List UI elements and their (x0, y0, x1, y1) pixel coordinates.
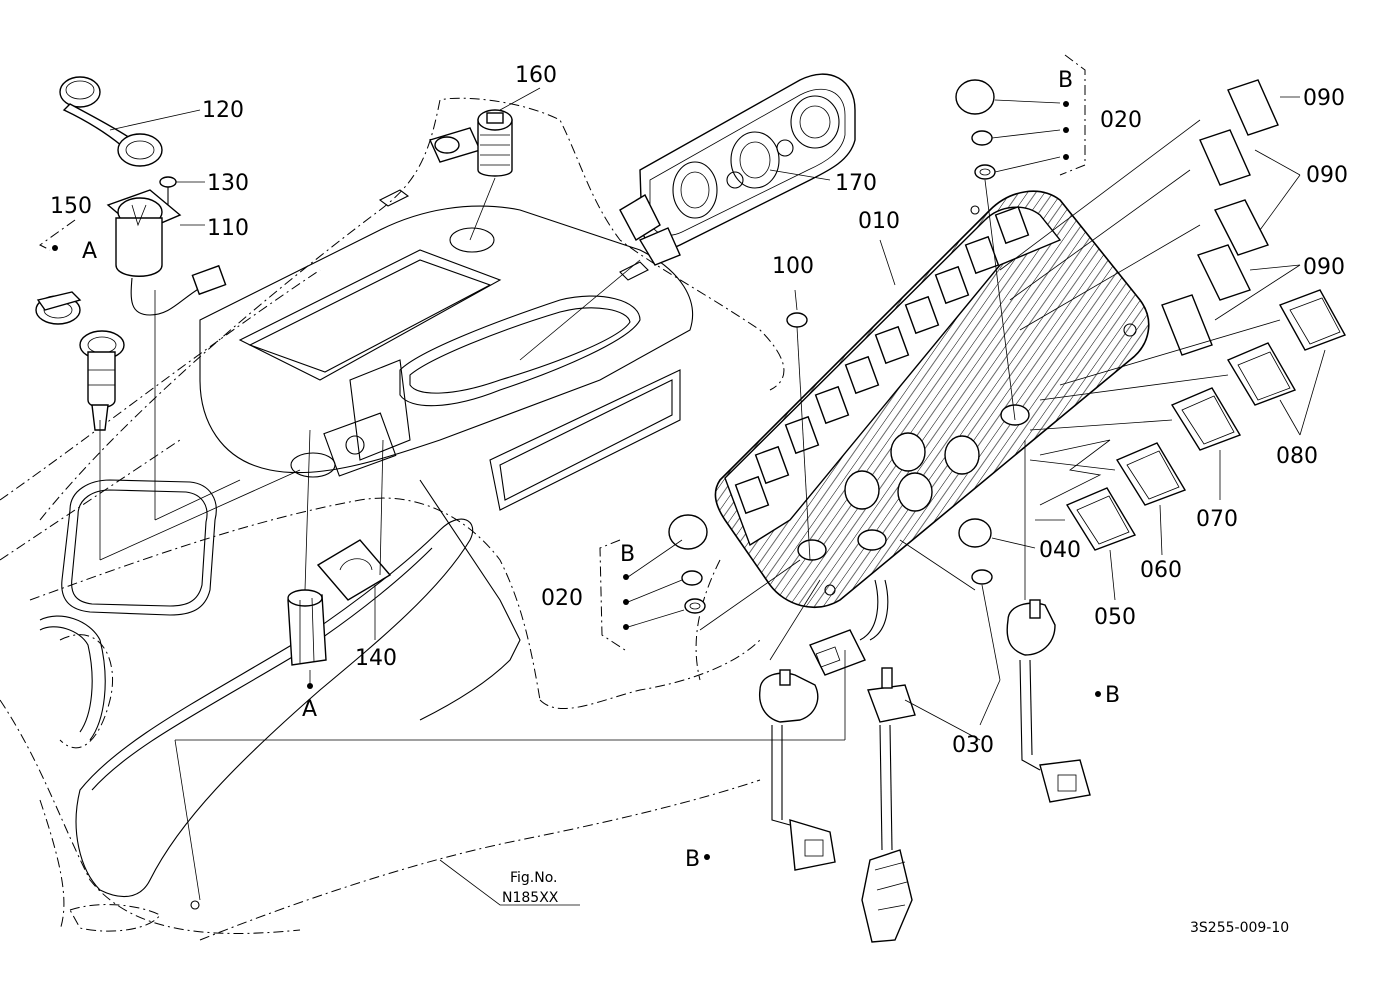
label-120: 120 (202, 98, 244, 123)
label-100: 100 (772, 254, 814, 279)
label-060: 060 (1140, 558, 1182, 583)
usb-socket-160 (429, 87, 541, 241)
label-140: 140 (355, 646, 397, 671)
label-080: 080 (1276, 444, 1318, 469)
ref-a-top: A (82, 239, 97, 264)
label-050: 050 (1094, 605, 1136, 630)
switch-050 (1035, 439, 1137, 601)
label-020-left: 020 (541, 586, 583, 611)
ref-a-bottom: A (302, 697, 317, 722)
panel-knobs (797, 205, 1137, 596)
leader-lines (174, 650, 846, 910)
screw-130 (159, 176, 205, 205)
bracket-140 (287, 429, 392, 685)
knob-020-top (955, 54, 1086, 421)
label-070: 070 (1196, 507, 1238, 532)
label-170: 170 (835, 171, 877, 196)
knob-040 (899, 518, 1036, 681)
drawing-code: 3S255-009-10 (1190, 920, 1289, 936)
ref-b-left: B (620, 542, 635, 567)
label-160: 160 (515, 63, 557, 88)
fig-label: Fig.No. (510, 870, 558, 886)
switch-panel-010 (714, 190, 1150, 608)
knob-020-left (599, 514, 801, 651)
vent-panel-170 (519, 73, 856, 361)
label-110: 110 (207, 216, 249, 241)
label-130: 130 (207, 171, 249, 196)
label-150: 150 (50, 194, 92, 219)
reference-dots (52, 101, 1101, 860)
label-010: 010 (858, 209, 900, 234)
label-090-c: 090 (1303, 255, 1345, 280)
label-090-b: 090 (1306, 163, 1348, 188)
socket-110 (106, 189, 227, 316)
ref-b-bottom: B (685, 847, 700, 872)
potentiometers-030 (758, 440, 1091, 943)
switch-060 (1029, 442, 1187, 556)
cap-120 (59, 76, 201, 167)
label-030: 030 (952, 733, 994, 758)
socket-150 (35, 219, 301, 561)
label-020-top: 020 (1100, 108, 1142, 133)
switch-slots (734, 205, 1030, 515)
console-frame (39, 479, 521, 898)
clip-100 (786, 289, 811, 561)
fig-number: N185XX (502, 890, 559, 906)
switch-caps-090 (999, 79, 1301, 356)
label-090-a: 090 (1303, 86, 1345, 111)
rocker-switches-080 (1039, 289, 1347, 436)
console-body (0, 97, 785, 941)
label-040: 040 (1039, 538, 1081, 563)
ref-b-right: B (1105, 683, 1120, 708)
switch-070 (1029, 387, 1242, 500)
ref-b-top: B (1058, 68, 1073, 93)
part-labels: 160 120 130 110 150 170 010 100 020 020 … (50, 63, 1348, 936)
